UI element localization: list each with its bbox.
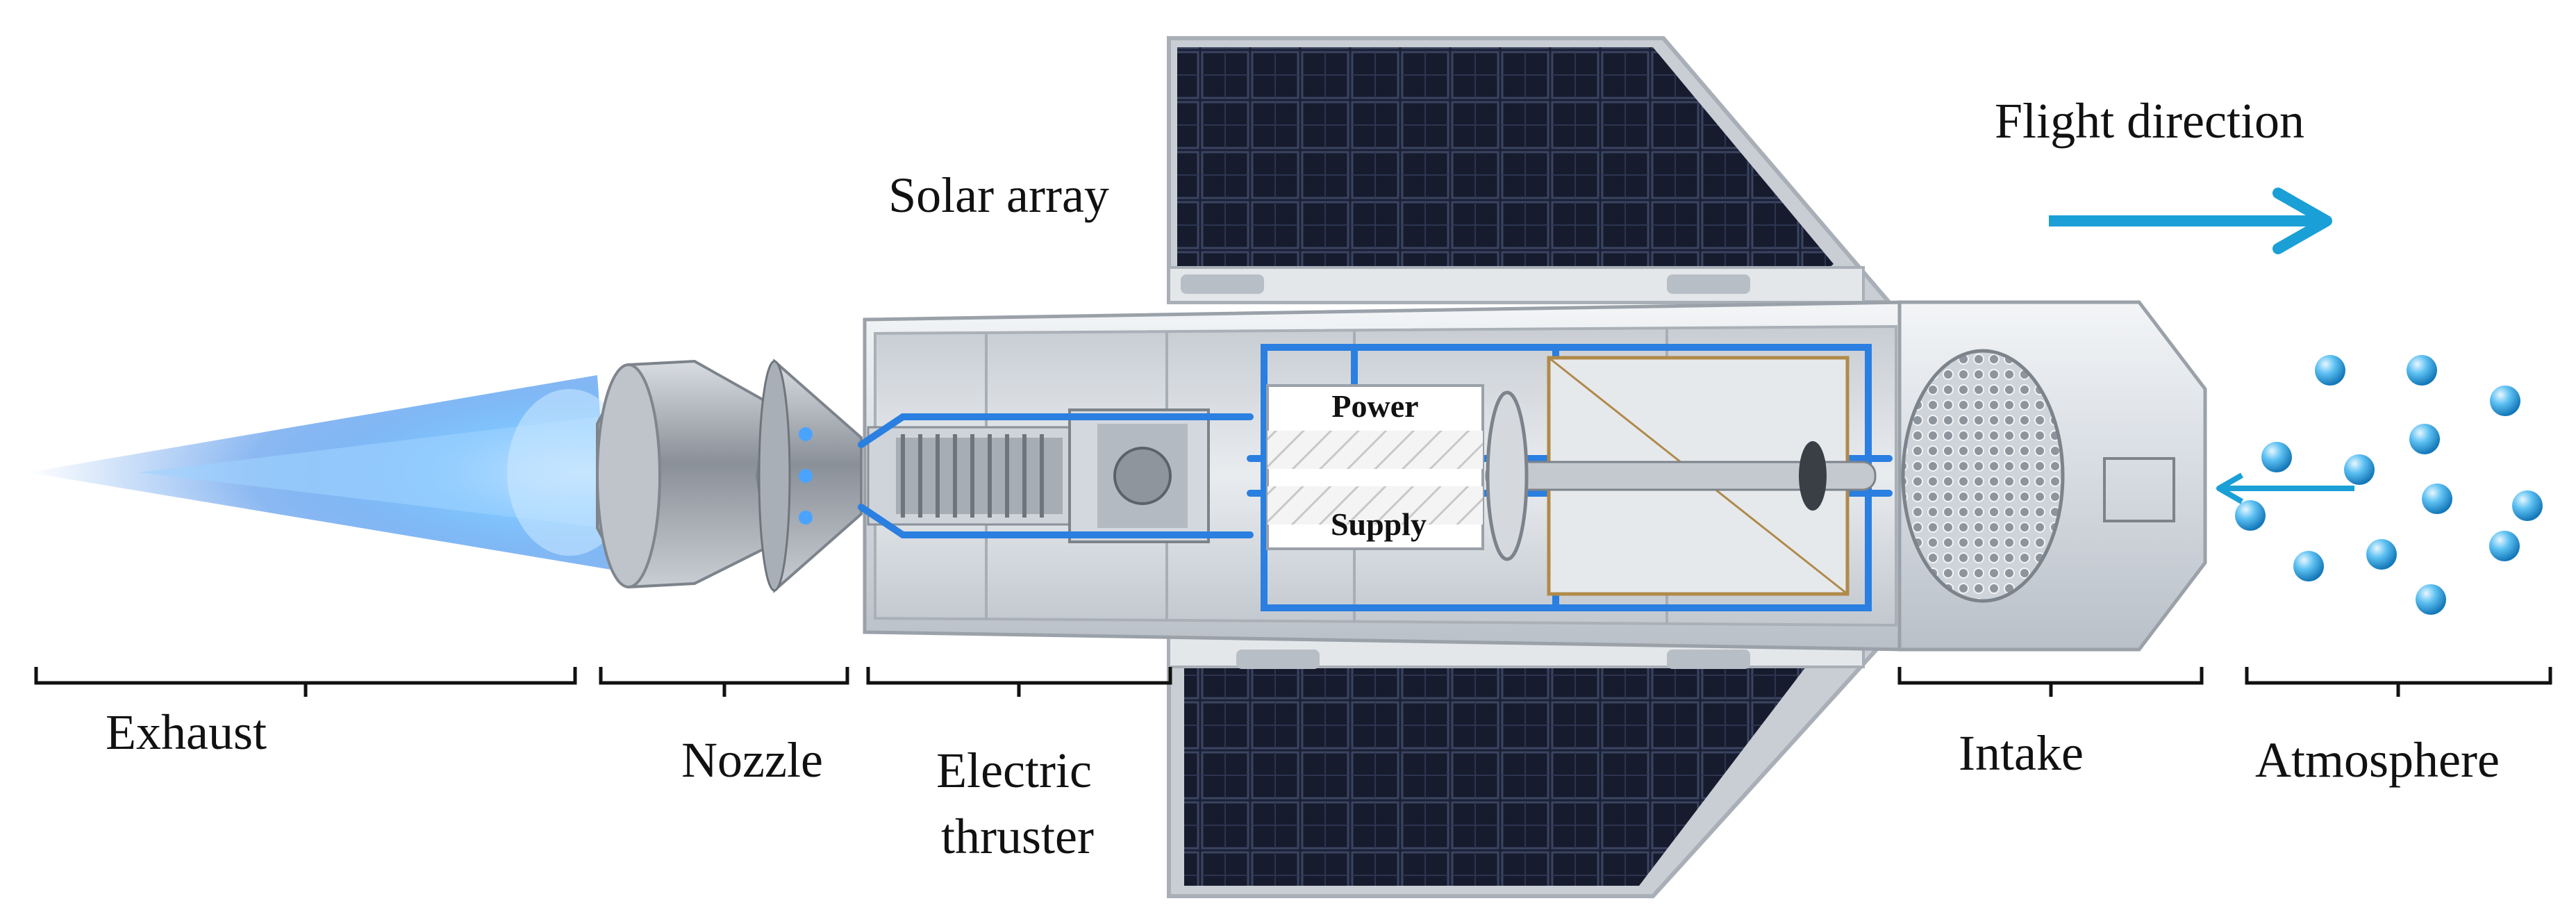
intake-bracket bbox=[1897, 667, 2204, 697]
particle bbox=[2344, 454, 2375, 485]
particle bbox=[2512, 490, 2543, 521]
intake-housing bbox=[1897, 300, 2207, 652]
nozzle-cone bbox=[755, 358, 863, 593]
solar-array-label: Solar array bbox=[888, 167, 1109, 223]
nozzle-bell bbox=[596, 359, 807, 589]
particle bbox=[2235, 500, 2266, 531]
solar-array-top bbox=[1167, 36, 1894, 304]
solar-array-bottom bbox=[1167, 634, 1894, 898]
particle bbox=[2416, 584, 2446, 615]
section-brackets bbox=[34, 667, 2552, 697]
atmosphere-particles bbox=[2235, 355, 2543, 615]
intake-flow-arrow bbox=[2216, 472, 2354, 504]
intake-label: Intake bbox=[1959, 725, 2084, 781]
flight-direction-arrow bbox=[2049, 188, 2332, 254]
atmosphere-bracket bbox=[2245, 667, 2552, 697]
particle bbox=[2366, 539, 2397, 570]
electric-thruster-body bbox=[867, 408, 1210, 543]
atmosphere-label: Atmosphere bbox=[2255, 732, 2500, 788]
particle bbox=[2422, 484, 2452, 514]
thruster-label: thruster bbox=[941, 809, 1094, 864]
particle bbox=[2293, 551, 2324, 581]
exhaust-label: Exhaust bbox=[106, 704, 267, 760]
intake-collector-internals bbox=[1485, 356, 1877, 596]
particle bbox=[2409, 424, 2440, 454]
exhaust-bracket bbox=[34, 667, 577, 697]
electric-thruster-bracket bbox=[866, 667, 1172, 697]
electric-label: Electric bbox=[936, 743, 1092, 798]
particle bbox=[2407, 355, 2437, 386]
particle bbox=[2489, 531, 2520, 561]
particle bbox=[2490, 386, 2520, 416]
nozzle-label: Nozzle bbox=[681, 732, 823, 788]
flight-direction-label: Flight direction bbox=[1995, 93, 2304, 149]
exhaust-plume bbox=[28, 375, 632, 570]
supply-label: Supply bbox=[1331, 506, 1427, 542]
power-label: Power bbox=[1331, 388, 1418, 424]
particle bbox=[2315, 355, 2345, 386]
particle bbox=[2261, 442, 2292, 472]
nozzle-bracket bbox=[599, 667, 849, 697]
power-supply-unit: Power Supply bbox=[1266, 384, 1484, 550]
